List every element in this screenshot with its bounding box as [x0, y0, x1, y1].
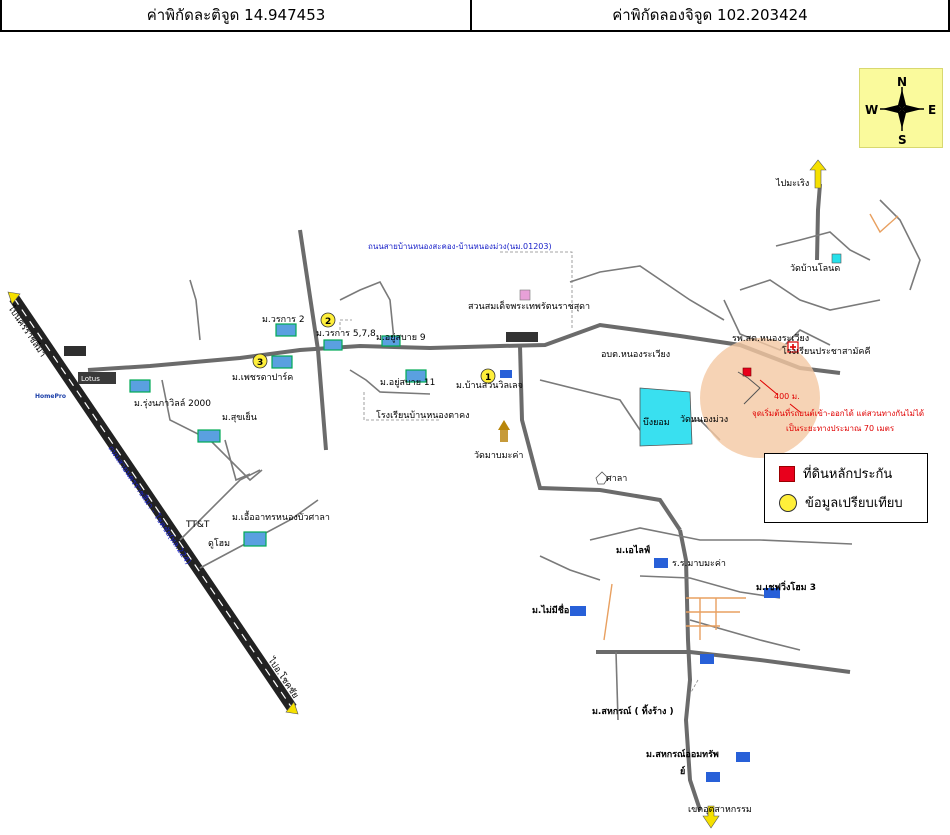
arrow-south-icon	[702, 805, 720, 829]
label-m-petcharat: ม.เพชรดาปาร์ค	[232, 371, 293, 383]
map-legend: ที่ดินหลักประกัน ข้อมูลเปรียบเทียบ	[764, 453, 928, 523]
legend-comparables-label: ข้อมูลเปรียบเทียบ	[805, 496, 903, 511]
label-m-worakarn578: ม.วรการ 5,7,8	[316, 329, 376, 339]
comparable-marker-3-label: 3	[257, 358, 263, 368]
label-sao: อบต.หนองระเวียง	[601, 349, 670, 360]
legend-comparables: ข้อมูลเปรียบเทียบ	[779, 492, 903, 513]
label-school-pracha: โรงเรียนประชาสามัคคี	[782, 346, 870, 357]
label-m-sahakorn-omsap-2: ย์	[680, 765, 685, 777]
arrow-south-east-icon	[285, 701, 299, 715]
comparable-marker-3[interactable]	[252, 353, 268, 369]
park-icon	[519, 289, 531, 301]
label-school-mabmakha: ร.ร.มาบมะค่า	[672, 559, 726, 569]
lotus-logo-text: Lotus	[81, 375, 100, 383]
legend-collateral-label: ที่ดินหลักประกัน	[803, 467, 893, 482]
village-icons	[129, 323, 780, 782]
latitude-header: ค่าพิกัดละติจูด 14.947453	[0, 0, 472, 32]
label-ind-estate: เขตอุตสาหกรรม	[688, 805, 752, 815]
collateral-area-circle	[700, 338, 820, 458]
longitude-text: ค่าพิกัดลองจิจูด 102.203424	[612, 6, 808, 24]
label-access-note-2: เป็นระยะทางประมาณ 70 เมตร	[786, 423, 895, 433]
annotation-lines	[339, 251, 699, 695]
label-m-sahakorn-tingrang: ม.สหกรณ์ ( ทิ้งร้าง )	[592, 704, 674, 717]
label-m-yoosabai9: ม.อยู่สบาย 9	[376, 333, 426, 343]
compass-s: S	[898, 133, 907, 147]
label-pond: บึงยอม	[643, 417, 670, 428]
legend-collateral: ที่ดินหลักประกัน	[779, 463, 892, 484]
label-distance-400: 400 ม.	[774, 392, 800, 401]
compass-icon: N S W E	[865, 75, 936, 147]
label-access-note-1: จุดเริ่มต้นที่รถยนต์เข้า-ออกได้ แต่สวนทา…	[752, 407, 924, 418]
compass-w: W	[865, 103, 878, 117]
sala-icon	[595, 471, 609, 485]
label-road-nongsakong: ถนนสายบ้านหนองสะคอง-บ้านหนองม่วง(นม.0120…	[368, 242, 552, 251]
legend-comparables-swatch	[779, 493, 797, 512]
label-dohome: ดูโฮม	[208, 538, 230, 549]
comparable-marker-2[interactable]	[320, 312, 336, 328]
temple-icon	[498, 420, 510, 430]
label-m-maimichue: ม.ไม่มีชื่อ	[532, 603, 569, 616]
arrow-north-west-icon	[7, 291, 21, 305]
orange-roads	[603, 213, 899, 641]
landmark-square-icon	[831, 253, 842, 264]
label-sala: ศาลา	[606, 474, 627, 484]
park-gate-icon	[506, 332, 538, 342]
label-m-worakarn2: ม.วรการ 2	[262, 315, 305, 325]
label-m-elife: ม.เอไลฟ์	[616, 544, 650, 556]
compass-rose: N S W E	[859, 68, 943, 148]
label-m-euaarthorn: ม.เอื้ออาทรหนองบัวศาลา	[232, 510, 330, 523]
label-hospital: รพ.สต.หนองระเวียง	[732, 333, 809, 344]
arrow-north-icon	[809, 159, 827, 189]
distance-indicator	[759, 379, 779, 396]
comparable-marker-2-label: 2	[325, 317, 331, 327]
label-wat-ban-lonard: วัดบ้านโลนด	[790, 263, 840, 274]
comparable-marker-1-label: 1	[485, 373, 491, 383]
latitude-text: ค่าพิกัดละติจูด 14.947453	[146, 6, 326, 24]
label-wat-nongmuang: วัดหนองม่วง	[680, 415, 728, 425]
pond-shape	[639, 387, 693, 447]
legend-collateral-swatch	[779, 465, 795, 482]
label-ttt: TT&T	[185, 520, 210, 530]
label-m-chaiwang: ม.เชฟวิ่งโฮม 3	[756, 580, 816, 593]
highway-road	[7, 291, 299, 715]
comparable-marker-1[interactable]	[480, 368, 496, 384]
label-school-nongtakhong: โรงเรียนบ้านหนองตาคง	[376, 410, 470, 421]
lotus-logo	[78, 372, 116, 384]
label-to-maerng: ไปมะเริง	[775, 178, 809, 189]
main-roads	[87, 183, 851, 811]
label-m-yoosabai11: ม.อยู่สบาย 11	[380, 378, 435, 388]
label-park: สวนสมเด็จพระเทพรัตนราชสุดา	[468, 299, 590, 312]
longitude-header: ค่าพิกัดลองจิจูด 102.203424	[472, 0, 950, 32]
label-m-sahakorn-omsap: ม.สหกรณ์ออมทรัพ	[646, 748, 719, 760]
collateral-marker	[742, 367, 752, 377]
comparable-markers: 1 2 3	[252, 312, 496, 384]
label-wat-mabmakha: วัดมาบมะค่า	[474, 451, 523, 461]
homepro-logo-text: HomePro	[35, 393, 66, 400]
compass-n: N	[897, 75, 907, 89]
building-icon	[64, 346, 86, 356]
collateral-access-road	[737, 371, 761, 405]
label-highway: ถนนสายนครราชสีมา - โชคชัย(ทล.224)	[106, 444, 193, 567]
compass-e: E	[928, 103, 936, 117]
access-note-pointer	[789, 403, 801, 413]
label-m-suansawan: ม.บ้านสวนวิลเลจ	[456, 380, 523, 391]
label-m-rungnapa: ม.รุ่งนภาวิลล์ 2000	[134, 397, 211, 409]
label-m-sukyen: ม.สุขเย็น	[222, 410, 257, 423]
